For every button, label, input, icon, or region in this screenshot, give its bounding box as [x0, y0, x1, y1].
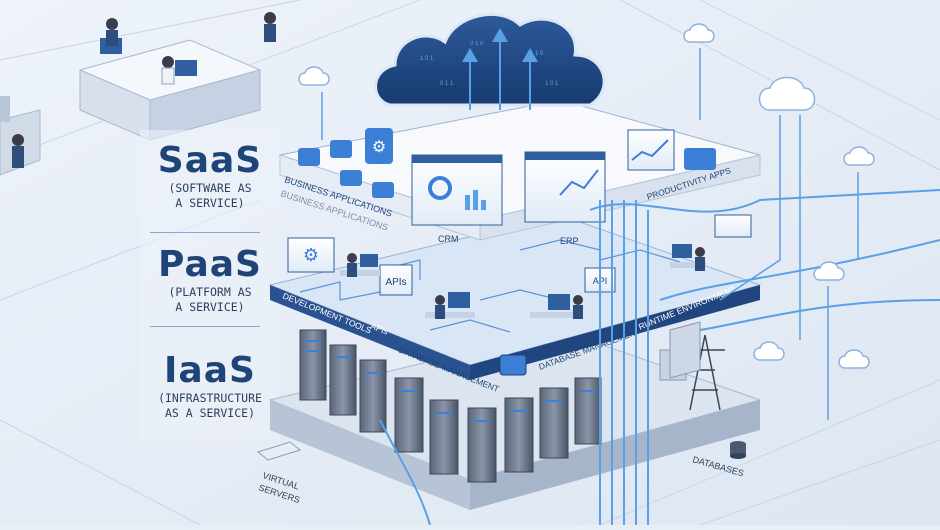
erp-label: ERP [560, 236, 579, 246]
saas-title: SaaS [157, 140, 263, 181]
central-cloud-icon: 1 0 1 0 1 0 1 1 0 0 1 1 1 0 1 [374, 12, 606, 107]
iaas-tier-label: IaaS (INFRASTRUCTURE AS A SERVICE) [140, 350, 280, 421]
saas-subtitle-1: (SOFTWARE AS [168, 181, 252, 195]
developers [340, 244, 706, 319]
paas-title: PaaS [158, 244, 262, 285]
svg-text:0 1 1: 0 1 1 [440, 81, 454, 87]
apis-screen-label: APIs [385, 277, 406, 288]
iaas-title: IaaS [164, 350, 256, 391]
productivity-screen [627, 129, 675, 171]
data-flow-lines [379, 40, 940, 526]
gear-screen [287, 237, 335, 273]
paas-subtitle-1: (PLATFORM AS [168, 285, 252, 299]
apis-screen [379, 264, 413, 296]
db-chip-icon [499, 354, 527, 376]
database-icon [730, 441, 746, 459]
app-tiles: ⚙ [298, 128, 394, 198]
small-cloud-icons [298, 23, 875, 369]
svg-text:1 1 0: 1 1 0 [530, 51, 544, 57]
crm-dashboard [411, 154, 503, 226]
tier-divider [150, 326, 260, 327]
svg-text:0 1 0: 0 1 0 [470, 41, 484, 47]
server-racks [299, 329, 602, 483]
virtual-server-box [256, 441, 302, 461]
gear-icon: ⚙ [303, 245, 319, 265]
labels-panel [140, 130, 280, 440]
cloud-connector-lines [321, 48, 859, 420]
iaas-layer: VIRTUAL SERVERS DATABASES [256, 329, 762, 510]
paas-layer: ⚙ APIs API DEVELOPMENT TOOLS APIs DATABA… [268, 214, 762, 394]
crm-label: CRM [438, 234, 459, 244]
paas-tier-label: PaaS (PLATFORM AS A SERVICE) [140, 244, 280, 315]
code-screen [714, 214, 752, 238]
office-workstations [0, 12, 276, 176]
iaas-subtitle-2: AS A SERVICE) [164, 406, 255, 420]
svg-text:1 0 1: 1 0 1 [420, 56, 434, 62]
tier-divider [150, 232, 260, 233]
gear-icon: ⚙ [372, 139, 386, 156]
saas-layer: ⚙ BUSINESS APPLICATIONS BUSINESS APPLICA… [278, 99, 761, 246]
saas-tier-label: SaaS (SOFTWARE AS A SERVICE) [140, 140, 280, 211]
power-tower-icon [685, 334, 725, 411]
paas-subtitle-2: A SERVICE) [175, 300, 245, 314]
circuit-traces [299, 239, 681, 333]
saas-subtitle-2: A SERVICE) [175, 196, 245, 210]
erp-dashboard [524, 151, 606, 223]
upload-arrows [462, 28, 538, 62]
iaas-subtitle-1: (INFRASTRUCTURE [158, 391, 262, 405]
utility-cabinet [669, 321, 701, 379]
svg-text:1 0 1: 1 0 1 [545, 81, 559, 87]
